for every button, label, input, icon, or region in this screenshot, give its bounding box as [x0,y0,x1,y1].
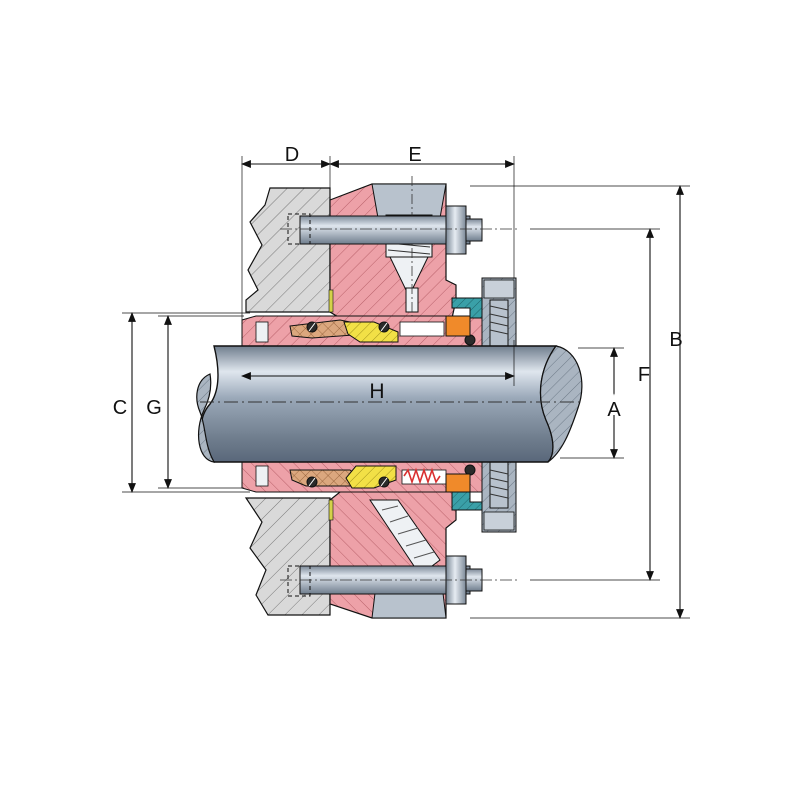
drive-collar-lower [445,473,471,493]
shaft-body [200,345,558,463]
gland-bolt-lower [280,555,520,605]
angled-port-thread [381,505,435,559]
shaft-break-right [539,345,583,463]
sleeve-hole-lower [255,465,269,487]
shaft-break-left [196,373,216,463]
sleeve-hole-upper [255,321,269,343]
housing-wall-upper [245,187,331,313]
dim-label-e: E [408,144,421,166]
dimension-lines [122,156,690,619]
dim-label-h: H [369,380,384,403]
dim-label-g: G [146,397,162,419]
clamp-ring-upper [451,297,485,319]
clamp-ring-lower [451,491,485,511]
gland-steel-block-upper [371,183,447,219]
spring-lower [403,467,441,485]
gland-gasket-lower [328,499,334,521]
dimension-labels: D E B F A C G H [113,144,683,424]
gland-bolt-upper [280,205,520,255]
dim-label-b: B [669,329,682,351]
shaft [196,345,583,463]
dim-label-d: D [285,144,299,166]
setting-clip-lower [481,461,517,533]
dim-label-c: C [113,397,127,419]
o-rings [306,321,476,488]
drive-collar-upper [445,315,471,337]
dim-label-f: F [638,364,650,386]
dim-label-a: A [607,399,621,421]
setting-clip-upper [481,277,517,349]
gland-gasket-upper [328,289,334,313]
angled-port-lower [369,499,441,576]
housing-wall-lower [244,497,331,616]
spring-pocket-upper [399,321,445,337]
gland-nut-upper [445,205,467,255]
